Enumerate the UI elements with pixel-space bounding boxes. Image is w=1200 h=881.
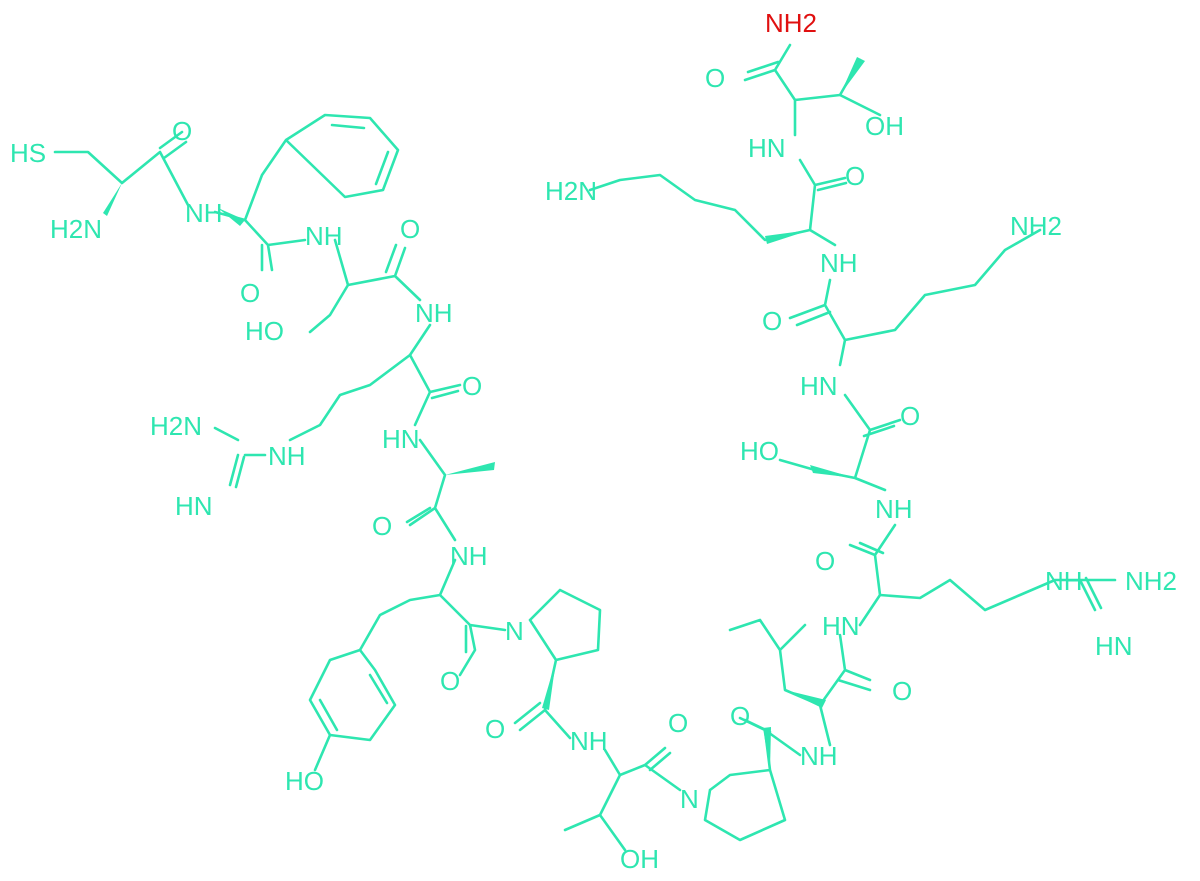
label-o-cys: O <box>172 116 192 146</box>
label-hn-arg2: HN <box>822 611 860 641</box>
label-nh-lys1: NH <box>820 248 858 278</box>
label-o-pro1: O <box>485 714 505 744</box>
label-nh-leu: NH <box>800 741 838 771</box>
label-o-arg1: O <box>462 371 482 401</box>
structure-bonds <box>53 43 1117 852</box>
label-hn-gua1: HN <box>175 491 213 521</box>
label-o-lys1: O <box>845 161 865 191</box>
label-o-thr2: O <box>705 63 725 93</box>
label-nh2-cys: H2N <box>50 214 102 244</box>
label-nh-gua1: NH <box>268 441 306 471</box>
label-o-ser1: O <box>400 214 420 244</box>
label-sh: HS <box>10 138 46 168</box>
label-o-lys2: O <box>762 306 782 336</box>
label-nh-thr1: NH <box>570 726 608 756</box>
label-nh2-terminal: NH2 <box>765 8 817 38</box>
label-o-leu: O <box>892 676 912 706</box>
label-nh-ser2: NH <box>875 494 913 524</box>
label-n-pro2: N <box>680 784 699 814</box>
label-hn-lys2: HN <box>800 371 838 401</box>
label-h2n-gua1: H2N <box>150 411 202 441</box>
label-nh-ser1: NH <box>305 221 343 251</box>
label-hn-ala: HN <box>382 424 420 454</box>
atom-labels: HS H2N O NH O NH O HO NH O H2N NH HN HN … <box>10 63 1177 874</box>
label-o-phe: O <box>240 278 260 308</box>
label-oh-thr2: OH <box>865 111 904 141</box>
label-nh2-gua2: NH2 <box>1125 566 1177 596</box>
label-nh2-lys2: NH2 <box>1010 211 1062 241</box>
label-o-arg2: O <box>815 546 835 576</box>
label-oh-thr1: OH <box>620 844 659 874</box>
label-o-tyr: O <box>440 666 460 696</box>
label-o-ala: O <box>372 511 392 541</box>
label-o-thr1: O <box>668 708 688 738</box>
label-hn-gua2: HN <box>1095 631 1133 661</box>
label-nh-phe: NH <box>185 198 223 228</box>
label-oh-ser2: HO <box>740 436 779 466</box>
label-oh-tyr: HO <box>285 766 324 796</box>
label-o-pro2: O <box>730 701 750 731</box>
label-hn-thr2: HN <box>748 133 786 163</box>
label-nh-tyr: NH <box>450 541 488 571</box>
label-oh-ser1: HO <box>245 316 284 346</box>
label-nh-gua2: NH <box>1045 566 1083 596</box>
label-n-pro1: N <box>505 616 524 646</box>
label-o-ser2: O <box>900 401 920 431</box>
label-nh-arg1: NH <box>415 298 453 328</box>
label-h2n-lys1: H2N <box>545 176 597 206</box>
